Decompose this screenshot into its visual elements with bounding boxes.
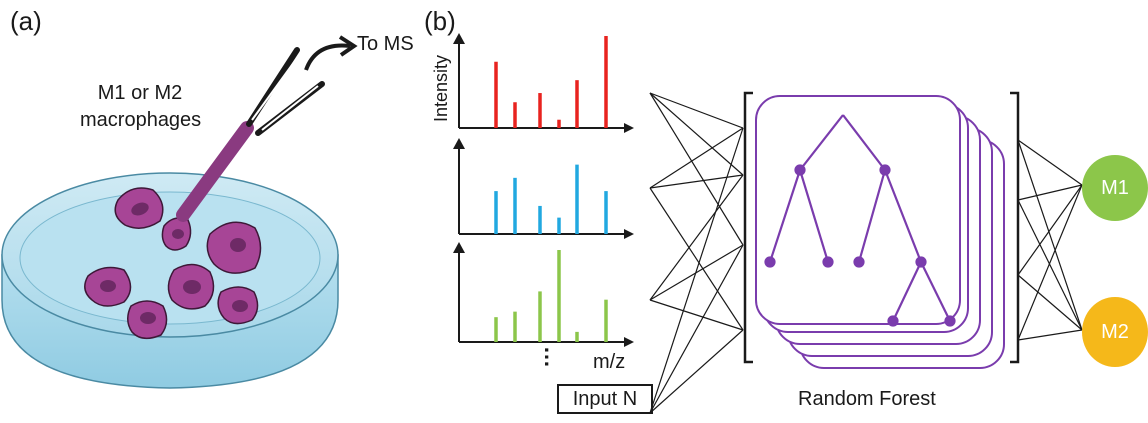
cells-label-line2: macrophages [80,109,202,131]
x-axis-label: m/z [593,351,626,373]
decision-tree [764,114,956,327]
panel-label-b: (b) [424,6,456,36]
output-m2: M2 [1082,297,1148,367]
tweezers [176,47,325,222]
panel-label-a: (a) [10,6,42,36]
cells-label: M1 or M2 macrophages [80,80,202,134]
forest-cards [755,95,1005,369]
spectra-axes [453,33,634,347]
ellipsis-mark: … [540,346,565,368]
to-ms-arrow [304,43,351,71]
input-label: Input N [557,384,653,414]
right-bracket [1010,91,1020,364]
arrow-head [338,35,358,57]
input-connections [649,92,744,414]
model-label: Random Forest [798,388,936,410]
output-m1: M1 [1082,155,1148,221]
y-axis-label: Intensity [431,54,451,122]
left-bracket [743,91,753,364]
spectra-bars [494,36,608,342]
cells-label-line1: M1 or M2 [97,82,183,104]
macrophage-cells [84,187,262,340]
output-connections [1017,139,1083,341]
to-ms-label: To MS [357,33,414,55]
